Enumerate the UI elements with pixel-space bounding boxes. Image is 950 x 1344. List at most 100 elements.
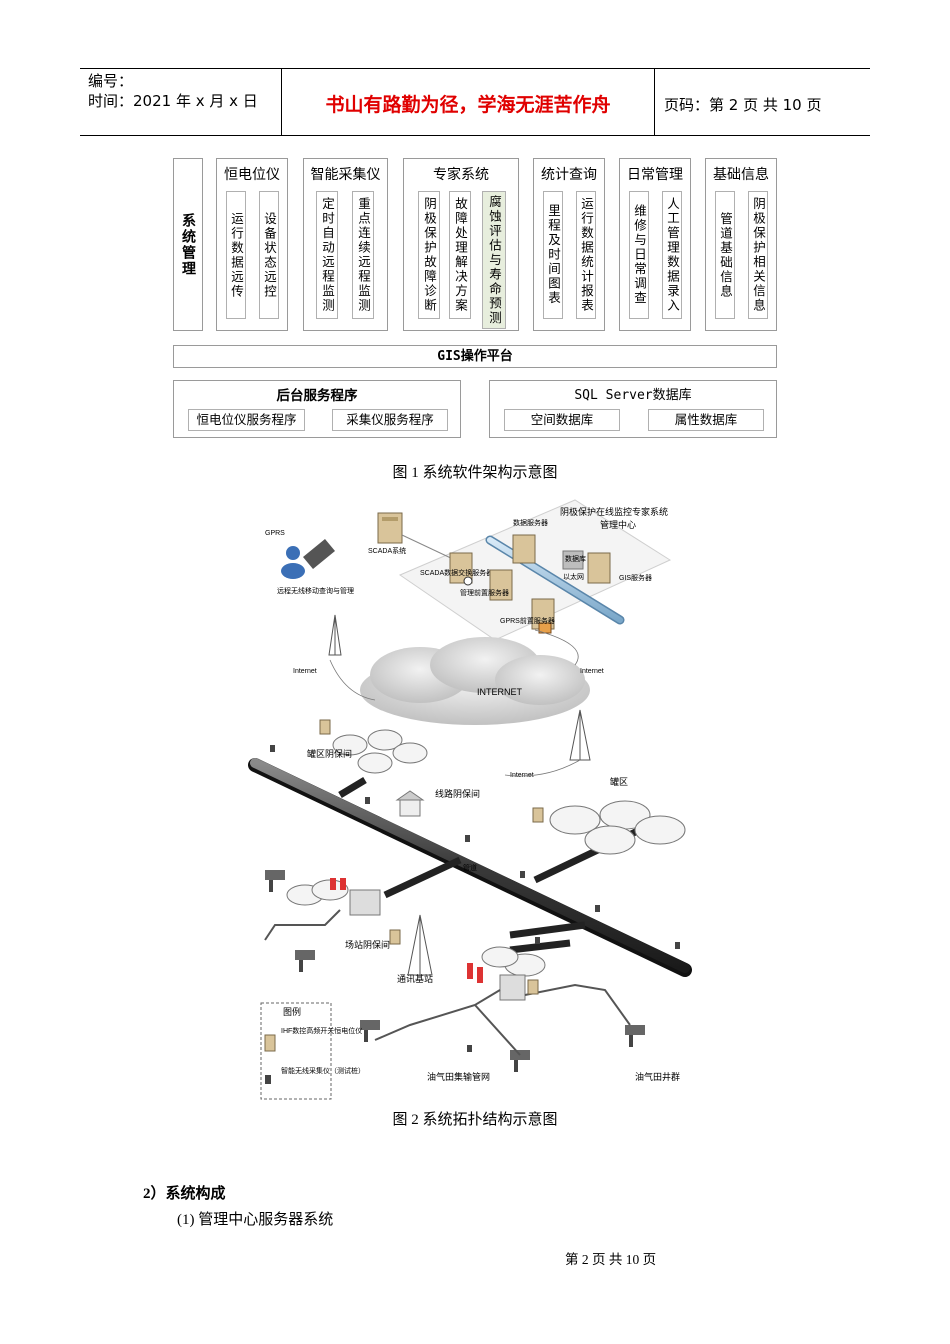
- line-room-label: 线路阴保间: [435, 788, 480, 799]
- base-station-label: 通讯基站: [397, 973, 433, 984]
- station-room-label: 场站阴保间: [345, 939, 390, 950]
- header-top-rule: [80, 68, 870, 69]
- database-box: SQL Server数据库 空间数据库 属性数据库: [489, 380, 777, 438]
- legend-box: [260, 1002, 332, 1100]
- legend-title: 图例: [283, 1006, 301, 1017]
- column-statistics: 统计查询 里程及时间图表 运行数据统计报表: [533, 158, 605, 331]
- column-title: 基础信息: [713, 167, 769, 183]
- figure-2-topology: 阴极保护在线监控专家系统 管理中心 以太网 SCADA系统 数据服务器 数据库 …: [248, 499, 692, 1100]
- header-divider: [654, 68, 655, 136]
- pumpjack-icon: [625, 1025, 645, 1047]
- gis-server: [587, 552, 611, 584]
- mgmt-frontend-label: 管理前置服务器: [460, 588, 509, 597]
- column-title: 日常管理: [627, 167, 683, 183]
- database-cylinder: [562, 550, 584, 570]
- figure-2-caption: 图 2 系统拓扑结构示意图: [392, 1112, 558, 1128]
- tank-group-right: [549, 800, 686, 855]
- pumpjack-icon: [510, 1050, 530, 1072]
- service-box: 采集仪服务程序: [332, 409, 448, 431]
- line-room-house: [395, 790, 425, 817]
- column-collector: 智能采集仪 定时自动远程监测 重点连续远程监测: [303, 158, 388, 331]
- legend-potentiostat-icon: [264, 1034, 276, 1052]
- module-box-highlighted: 腐蚀评估与寿命预测: [482, 191, 506, 329]
- scada-exchange-label: SCADA数据交换服务器: [420, 568, 493, 577]
- module-box: 重点连续远程监测: [352, 191, 374, 319]
- data-server: [512, 534, 536, 564]
- gprs-label: GPRS: [265, 530, 285, 537]
- module-box: 阴极保护相关信息: [748, 191, 768, 319]
- tank-room-label-1: 罐区阴保间: [307, 748, 352, 759]
- column-title: 恒电位仪: [224, 167, 280, 183]
- header-code: 编号：: [88, 72, 134, 90]
- tank-group-left: [332, 729, 428, 774]
- figure-1: 系统管理 恒电位仪 运行数据远传 设备状态远控 智能采集仪 定时自动远程监测 重…: [173, 158, 777, 440]
- module-box: 运行数据远传: [226, 191, 246, 319]
- module-box: 运行数据统计报表: [576, 191, 596, 319]
- column-daily-management: 日常管理 维修与日常调查 人工管理数据录入: [619, 158, 691, 331]
- internet-label-left: Internet: [293, 668, 317, 675]
- backend-title: 后台服务程序: [276, 388, 358, 404]
- module-box: 设备状态远控: [259, 191, 279, 319]
- legend-item-1: IHF数控高频开关恒电位仪: [281, 1026, 362, 1035]
- oilfield-facility: [467, 946, 546, 1001]
- pipeline-label: 管道: [463, 863, 477, 872]
- legend-item-2: 智能无线采集仪（测试桩）: [281, 1066, 365, 1075]
- data-server-label: 数据服务器: [513, 518, 548, 527]
- tower-icon: [328, 614, 342, 656]
- page-footer: 第 2 页 共 10 页: [565, 1252, 657, 1267]
- internet-label-bottom: Internet: [510, 772, 534, 779]
- database-title: SQL Server数据库: [574, 388, 692, 403]
- mobile-user-laptop: [281, 539, 335, 579]
- scada-server: [377, 512, 403, 544]
- header-page: 页码：第 2 页 共 10 页: [664, 96, 822, 114]
- service-box: 恒电位仪服务程序: [188, 409, 305, 431]
- oilfield-wells-label: 油气田井群: [635, 1071, 680, 1082]
- pumpjack-icon: [265, 870, 285, 892]
- internet-label-right: Internet: [580, 668, 604, 675]
- gprs-frontend-server: [531, 598, 555, 634]
- scada-label: SCADA系统: [368, 546, 406, 555]
- backend-services-box: 后台服务程序 恒电位仪服务程序 采集仪服务程序: [173, 380, 461, 438]
- header-bottom-rule: [80, 135, 870, 136]
- module-box: 阴极保护故障诊断: [418, 191, 440, 319]
- collector-icon: [270, 745, 680, 1052]
- column-title: 统计查询: [541, 167, 597, 183]
- column-title: 专家系统: [433, 167, 489, 183]
- potentiostat-icon: [319, 719, 544, 995]
- gprs-frontend-label: GPRS前置服务器: [500, 616, 555, 625]
- oilfield-network-label: 油气田集输管网: [427, 1071, 490, 1082]
- header-time: 时间：2021 年 x 月 x 日: [88, 92, 258, 110]
- ethernet-bus-highlight: [487, 537, 623, 623]
- header-motto: 书山有路勤为径，学海无涯苦作舟: [325, 94, 611, 116]
- section-item: (1) 管理中心服务器系统: [177, 1212, 334, 1228]
- database-label: 数据库: [565, 554, 586, 563]
- center-title-1: 阴极保护在线监控专家系统: [560, 506, 668, 517]
- column-expert-system: 专家系统 阴极保护故障诊断 故障处理解决方案 腐蚀评估与寿命预测: [403, 158, 519, 331]
- gis-platform-bar: GIS操作平台: [173, 345, 777, 368]
- section-title: 2）系统构成: [143, 1186, 226, 1202]
- ethernet-label: 以太网: [563, 572, 584, 581]
- internet-cloud: [360, 637, 590, 725]
- mobile-label-1: 远程无线移动查询与管理: [277, 586, 354, 595]
- tower-icon: [569, 709, 591, 761]
- module-box: 故障处理解决方案: [449, 191, 471, 319]
- tower-icon: [407, 914, 433, 976]
- module-box: 管道基础信息: [715, 191, 735, 319]
- column-title: 智能采集仪: [310, 167, 381, 183]
- pumpjack-icon: [360, 1020, 380, 1042]
- pumpjack-icon: [295, 950, 315, 972]
- database-item-box: 空间数据库: [504, 409, 620, 431]
- module-box: 人工管理数据录入: [662, 191, 682, 319]
- tank-area-label: 罐区: [610, 776, 628, 787]
- header-divider: [281, 68, 282, 136]
- center-title-2: 管理中心: [600, 519, 636, 530]
- scada-exchange-server: [449, 552, 473, 586]
- column-basic-info: 基础信息 管道基础信息 阴极保护相关信息: [705, 158, 777, 331]
- column-potentiostat: 恒电位仪 运行数据远传 设备状态远控: [216, 158, 288, 331]
- figure-1-caption: 图 1 系统软件架构示意图: [392, 465, 558, 481]
- station-facility: [286, 878, 381, 916]
- module-box: 维修与日常调查: [629, 191, 649, 319]
- legend-collector-icon: [265, 1075, 271, 1084]
- module-box: 里程及时间图表: [543, 191, 563, 319]
- system-management-box: 系统管理: [173, 158, 203, 331]
